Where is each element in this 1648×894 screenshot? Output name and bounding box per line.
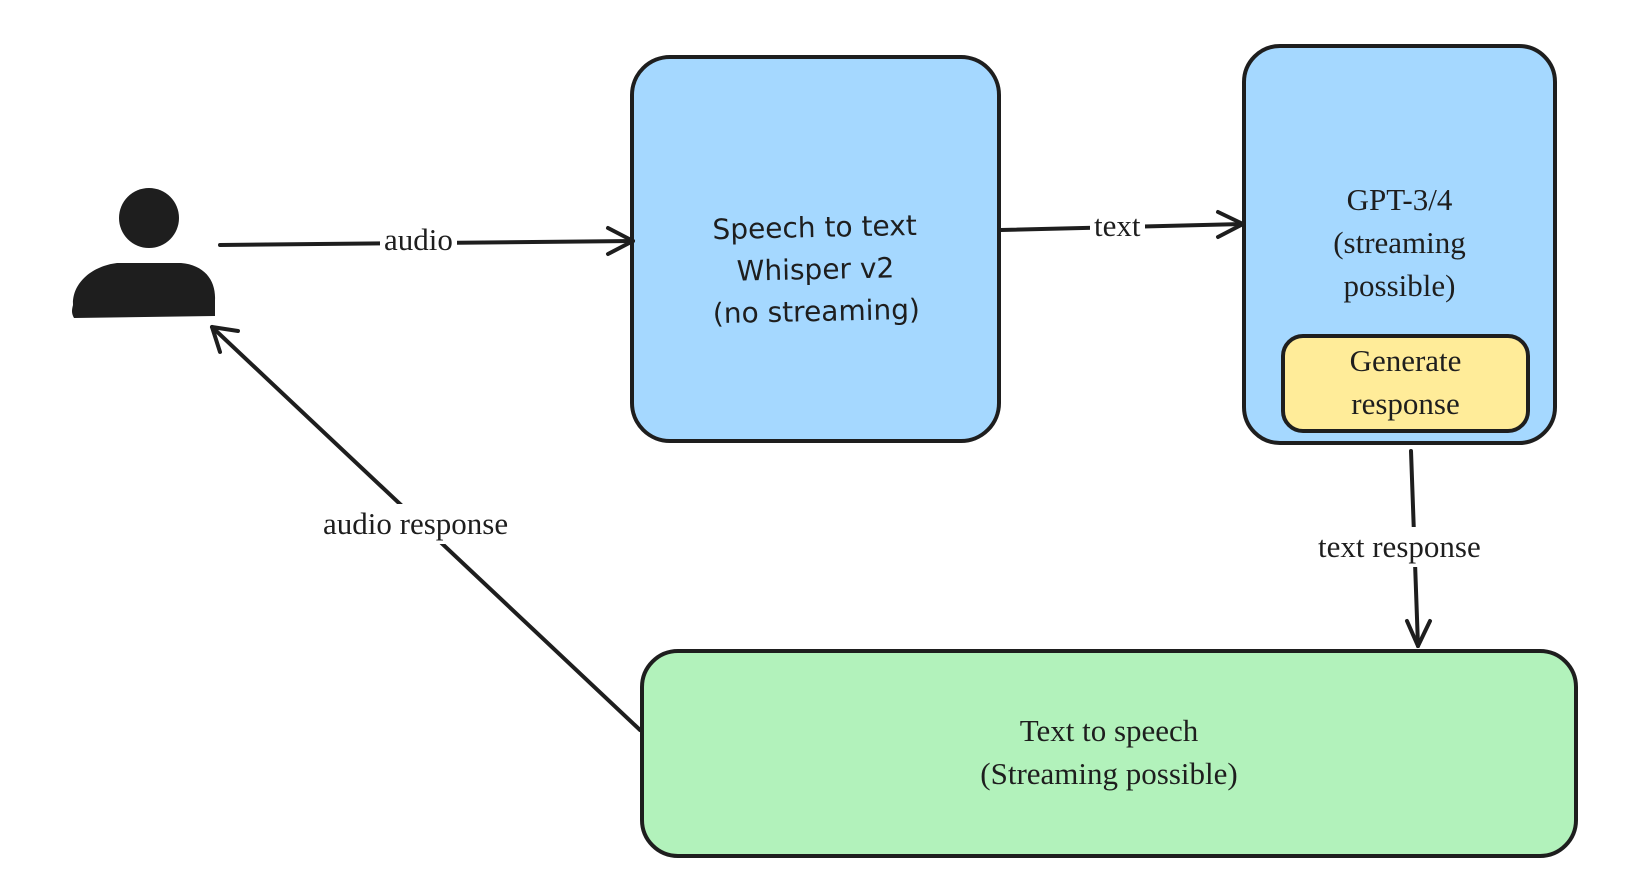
gpt-label: GPT-3/4 (streaming possible) <box>1333 182 1466 303</box>
audio-label: audio <box>380 220 457 260</box>
tts-label: Text to speech (Streaming possible) <box>980 713 1238 791</box>
stt-label: Speech to text Whisper v2 (no streaming) <box>712 208 921 331</box>
audio-response-label: audio response <box>319 504 513 544</box>
tts-box[interactable] <box>640 649 1578 858</box>
stt-box[interactable] <box>630 55 1001 443</box>
generate-box[interactable] <box>1281 334 1530 433</box>
text-response-label: text response <box>1314 527 1485 567</box>
user-icon <box>72 188 216 318</box>
text-label: text <box>1090 206 1145 246</box>
generate-label: Generate response <box>1349 343 1462 421</box>
